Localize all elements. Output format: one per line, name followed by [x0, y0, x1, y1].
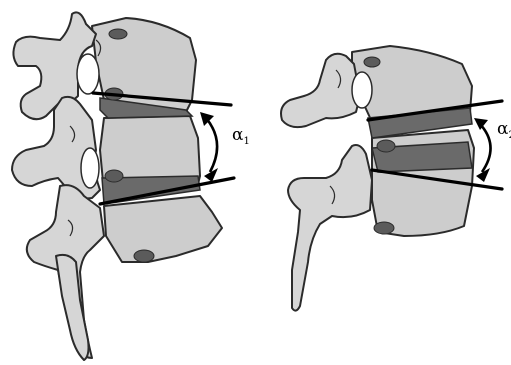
right-angle-arrow-top [474, 118, 488, 130]
right-upper-posterior-arch [281, 54, 360, 127]
right-spot-1 [364, 57, 380, 67]
left-spine-segment: α1 [12, 12, 250, 360]
left-angle-label: α1 [232, 125, 250, 147]
left-lower-foramen [81, 148, 99, 188]
right-angle-arc [480, 124, 491, 172]
left-spot-4 [134, 250, 154, 262]
right-spot-3 [374, 222, 394, 234]
right-spine-segment: α2 [281, 46, 511, 311]
left-angle-arc [206, 118, 217, 172]
right-foramen [352, 72, 372, 108]
left-spot-3 [105, 170, 123, 182]
left-spot-1 [109, 29, 127, 39]
left-angle-symbol: α [232, 125, 244, 145]
right-angle-symbol: α [497, 119, 509, 139]
left-angle-subscript: 1 [243, 136, 249, 147]
left-upper-foramen [77, 54, 99, 94]
right-angle-label: α2 [497, 119, 511, 141]
left-bottom-vertebral-body [104, 196, 222, 262]
left-angle-arrow-top [200, 112, 214, 126]
right-spot-2 [377, 140, 395, 152]
right-lower-posterior-arch [288, 145, 372, 311]
